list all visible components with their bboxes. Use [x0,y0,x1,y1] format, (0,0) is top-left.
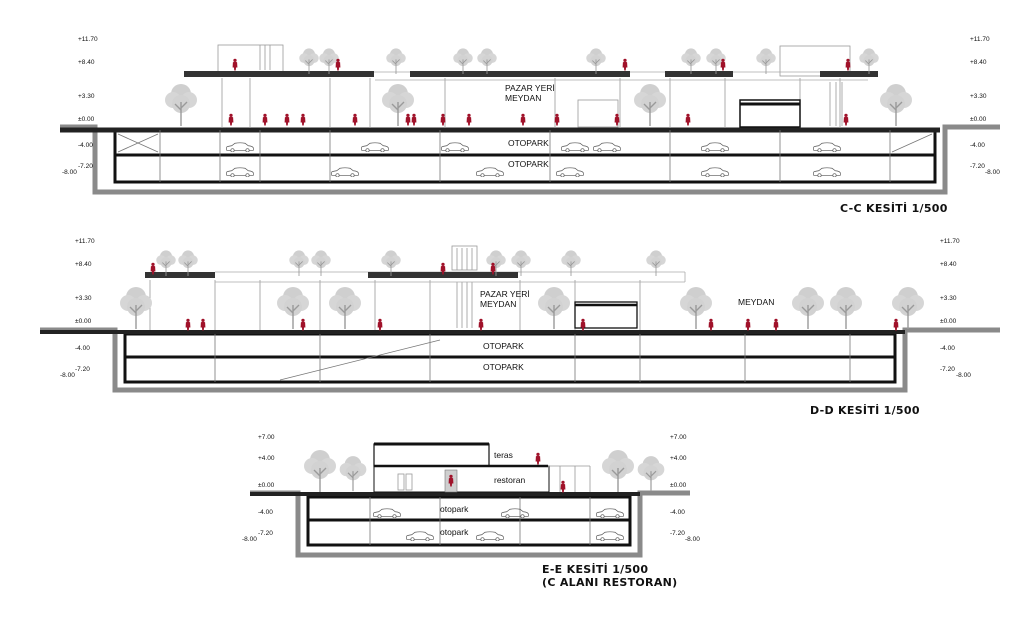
cc-level-l-0: +11.70 [78,36,98,43]
ee-label-parking-lower: otopark [440,527,469,537]
section-ee-subtitle: (C ALANI RESTORAN) [542,576,678,589]
section-dd: PAZAR YERİ MEYDAN MEYDAN OTOPARK OTOPARK… [40,238,1000,393]
dd-level-r-3: ±0.00 [940,318,957,325]
section-cc: PAZAR YERİ MEYDAN OTOPARK OTOPARK +11.70… [60,36,1000,195]
cc-level-r-6: -8.00 [985,169,1000,176]
ee-level-r-4: -7.20 [670,530,685,537]
ee-level-l-4: -7.20 [258,530,273,537]
ee-level-l-0: +7.00 [258,434,275,441]
dd-label-parking-upper: OTOPARK [483,341,524,351]
cc-label-parking-upper: OTOPARK [508,138,549,148]
ee-level-r-2: ±0.00 [670,482,687,489]
cc-level-r-0: +11.70 [970,36,990,43]
ee-level-r-1: +4.00 [670,455,687,462]
dd-level-l-6: -8.00 [60,372,75,379]
dd-level-l-4: -4.00 [75,345,90,352]
ee-level-l-5: -8.00 [242,536,257,543]
cc-level-l-3: ±0.00 [78,116,95,123]
cc-level-l-5: -7.20 [78,163,93,170]
dd-level-r-6: -8.00 [956,372,971,379]
ee-level-l-2: ±0.00 [258,482,275,489]
cc-label-plaza: PAZAR YERİ [505,83,555,93]
ee-level-l-1: +4.00 [258,455,275,462]
cc-level-l-1: +8.40 [78,59,95,66]
cc-level-r-2: +3.30 [970,93,987,100]
dd-level-r-2: +3.30 [940,295,957,302]
dd-level-r-1: +8.40 [940,261,957,268]
section-dd-title: D-D KESİTİ 1/500 [810,404,920,417]
cc-label-parking-lower: OTOPARK [508,159,549,169]
dd-level-l-0: +11.70 [75,238,95,245]
cc-level-r-1: +8.40 [970,59,987,66]
cc-level-r-3: ±0.00 [970,116,987,123]
dd-level-r-4: -4.00 [940,345,955,352]
ee-level-r-5: -8.00 [685,536,700,543]
ee-label-terrace: teras [494,450,513,460]
cc-label-plaza2: MEYDAN [505,93,541,103]
dd-label-plaza: PAZAR YERİ [480,289,530,299]
section-cc-ground-line [60,124,1000,195]
cc-level-r-4: -4.00 [970,142,985,149]
cc-level-l-6: -8.00 [62,169,77,176]
dd-label-parking-lower: OTOPARK [483,362,524,372]
cc-level-l-2: +3.30 [78,93,95,100]
dd-level-l-2: +3.30 [75,295,92,302]
cc-level-r-5: -7.20 [970,163,985,170]
cc-level-l-4: -4.00 [78,142,93,149]
dd-level-l-3: ±0.00 [75,318,92,325]
ee-label-parking-upper: otopark [440,504,469,514]
dd-level-l-5: -7.20 [75,366,90,373]
ee-level-l-3: -4.00 [258,509,273,516]
dd-label-plaza2: MEYDAN [480,299,516,309]
section-cc-title: C-C KESİTİ 1/500 [840,202,948,215]
ee-level-r-3: -4.00 [670,509,685,516]
section-ee-title: E-E KESİTİ 1/500 [542,563,649,576]
ee-label-restaurant: restoran [494,475,525,485]
section-ee: teras restoran otopark otopark +7.00 +4.… [242,434,700,558]
dd-level-l-1: +8.40 [75,261,92,268]
dd-level-r-0: +11.70 [940,238,960,245]
dd-label-square: MEYDAN [738,297,774,307]
dd-level-r-5: -7.20 [940,366,955,373]
ee-level-r-0: +7.00 [670,434,687,441]
